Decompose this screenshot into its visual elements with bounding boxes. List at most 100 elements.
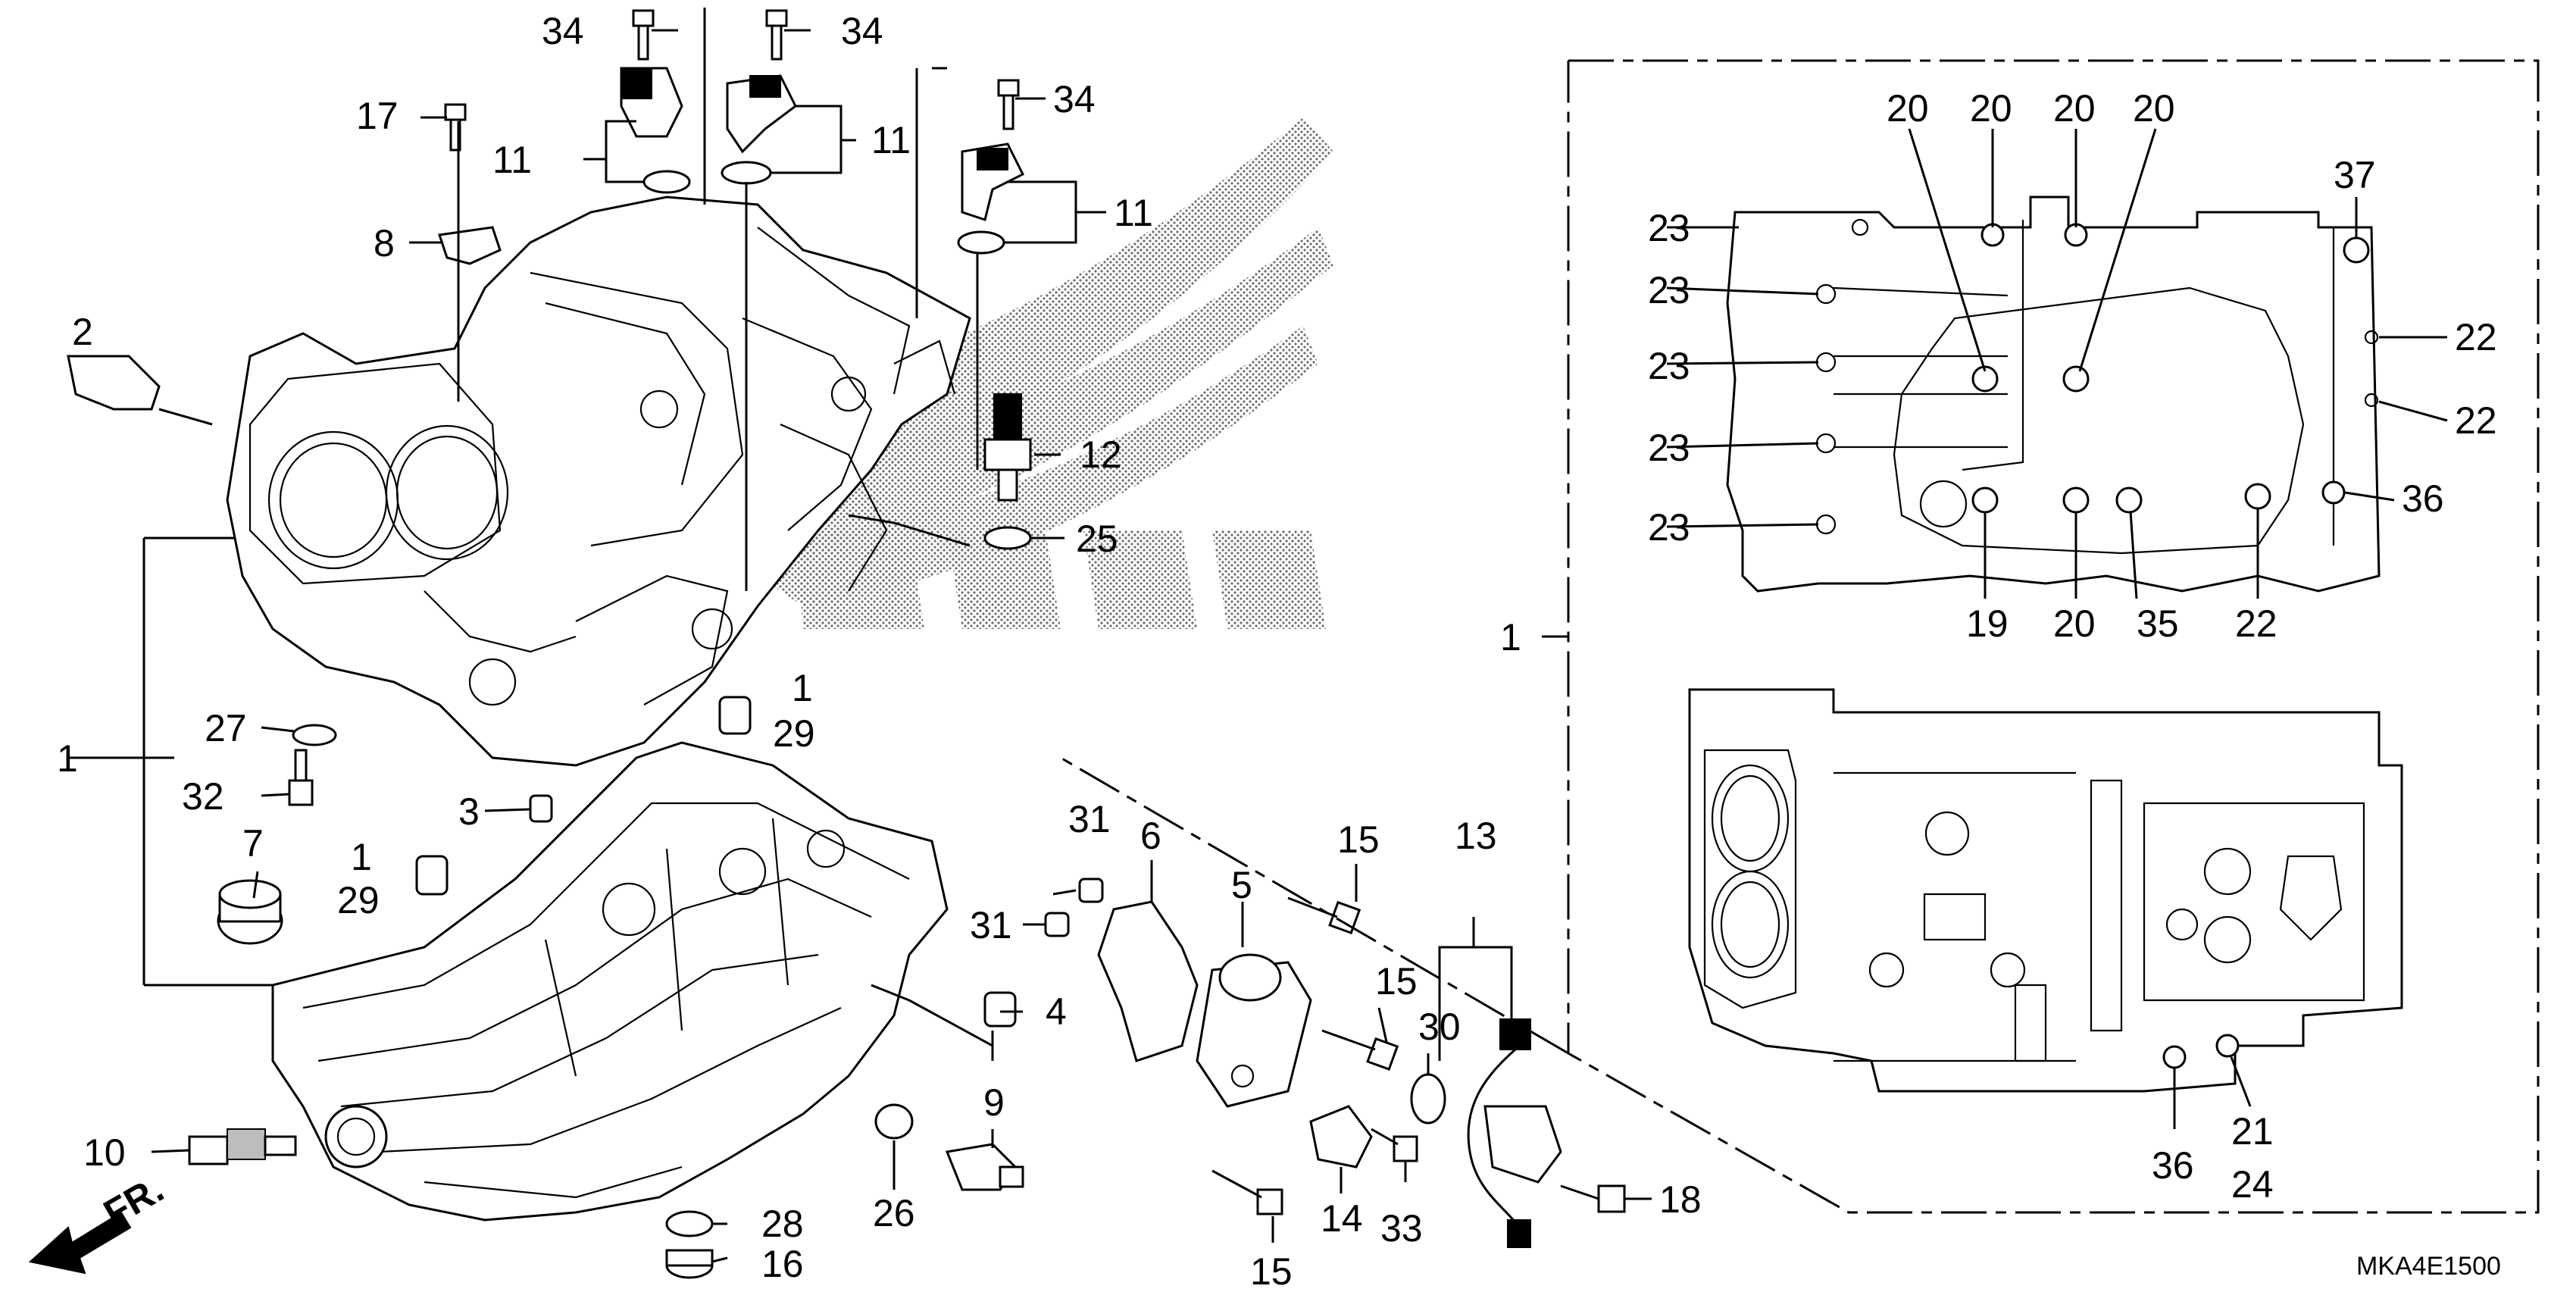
bracket-14 [1309,1105,1373,1168]
callout-5: 5 [1231,864,1252,906]
bolt-18 [1560,1184,1626,1213]
detail-23-a: 23 [1648,207,1690,249]
detail-23-e: 23 [1648,506,1690,549]
o-ring-30 [1410,1073,1446,1125]
callout-11-c: 11 [1114,192,1153,234]
clip-2 [67,355,161,411]
bolt-15-c [1211,1169,1283,1215]
plug-16 [665,1249,714,1279]
callout-7: 7 [242,822,264,865]
sensor-11-b [721,74,797,185]
callout-34-b: 34 [841,10,883,52]
detail-20-c: 20 [2053,87,2096,130]
leader-lines [68,8,1652,1263]
callout-15-c: 15 [1250,1250,1293,1288]
dowel-29-b [415,855,449,896]
dowel-3 [529,794,553,823]
dowel-31-a [1078,877,1104,903]
callout-28: 28 [761,1203,804,1245]
detail-24: 24 [2231,1163,2274,1206]
detail-37: 37 [2334,154,2376,196]
sensor-11-c [957,142,1025,255]
callout-labels: 34 34 34 17 11 11 11 8 2 12 25 1 1 29 27… [57,10,2501,1292]
callout-17: 17 [356,95,399,137]
sensor-13 [1467,1018,1562,1248]
switch-10 [188,1128,297,1165]
callout-27: 27 [205,707,247,749]
callout-14: 14 [1321,1197,1363,1240]
bolt-34-b [765,9,788,61]
bolt-15-b [1321,1029,1399,1071]
small-parts [67,9,1626,1279]
detail-20-e: 20 [2053,602,2096,645]
callout-1-c: 1 [351,836,372,878]
callout-10: 10 [83,1131,126,1174]
callout-12: 12 [1080,433,1122,476]
dowel-31-b [1044,912,1070,937]
diagram-code: MKA4E1500 [2356,1252,2501,1281]
dowel-29-a [718,696,752,735]
detail-35: 35 [2137,602,2179,645]
detail-22-c: 22 [2235,602,2277,645]
detail-23-d: 23 [1648,427,1690,469]
washer-27 [292,724,337,746]
callout-8: 8 [374,222,395,264]
detail-20-a: 20 [1887,87,1929,130]
callout-1-b: 1 [792,667,813,709]
crankcase-top-view [1726,196,2381,593]
callout-3: 3 [458,790,480,833]
dowel-4 [983,991,1017,1028]
callout-9: 9 [983,1081,1005,1124]
detail-36-a: 36 [2402,477,2444,520]
detail-23-c: 23 [1648,345,1690,387]
bolt-17 [444,103,467,152]
callout-1-a: 1 [57,737,78,780]
callout-18: 18 [1659,1178,1702,1221]
callout-30: 30 [1418,1006,1461,1048]
detail-23-b: 23 [1648,269,1690,311]
washer-26 [874,1103,914,1140]
sensor-11-a [620,67,691,194]
callout-26: 26 [873,1192,915,1234]
callout-1-d: 1 [1500,616,1521,659]
lower-crankcase [271,741,949,1222]
callout-34-c: 34 [1053,78,1096,120]
callout-15-b: 15 [1375,960,1418,1003]
detail-22-a: 22 [2455,316,2497,358]
callout-34-a: 34 [542,10,584,52]
detail-22-b: 22 [2455,399,2497,442]
callout-15-a: 15 [1337,818,1380,861]
bolt-15-a [1287,896,1361,935]
detail-leader-lines [1666,128,2448,1129]
washer-28 [665,1210,714,1237]
callout-13: 13 [1455,815,1497,857]
clip-8 [438,226,502,265]
solenoid-5 [1196,953,1312,1108]
callout-29-b: 29 [337,879,380,921]
callout-4: 4 [1046,990,1067,1033]
plug-7 [217,879,283,945]
sensor-9 [945,1143,1024,1191]
detail-20-d: 20 [2133,87,2175,130]
detail-panel [1060,59,2540,1214]
crankcase-bottom-view [1688,688,2403,1093]
bolt-32 [288,749,314,806]
bolt-34-a [632,9,655,61]
upper-crankcase [226,196,971,767]
callout-29-a: 29 [773,712,815,755]
callout-32: 32 [182,775,224,818]
detail-19: 19 [1966,602,2009,645]
detail-36-b: 36 [2152,1144,2194,1187]
callout-31-a: 31 [1068,798,1111,840]
front-arrow: FR. [28,1168,170,1275]
callout-6: 6 [1140,815,1161,857]
washer-25 [983,526,1032,550]
callout-2: 2 [72,311,93,353]
callout-11-b: 11 [871,119,911,161]
sensor-12 [983,393,1032,502]
callout-33: 33 [1380,1207,1423,1250]
callout-11-a: 11 [492,139,532,181]
detail-20-b: 20 [1970,87,2012,130]
